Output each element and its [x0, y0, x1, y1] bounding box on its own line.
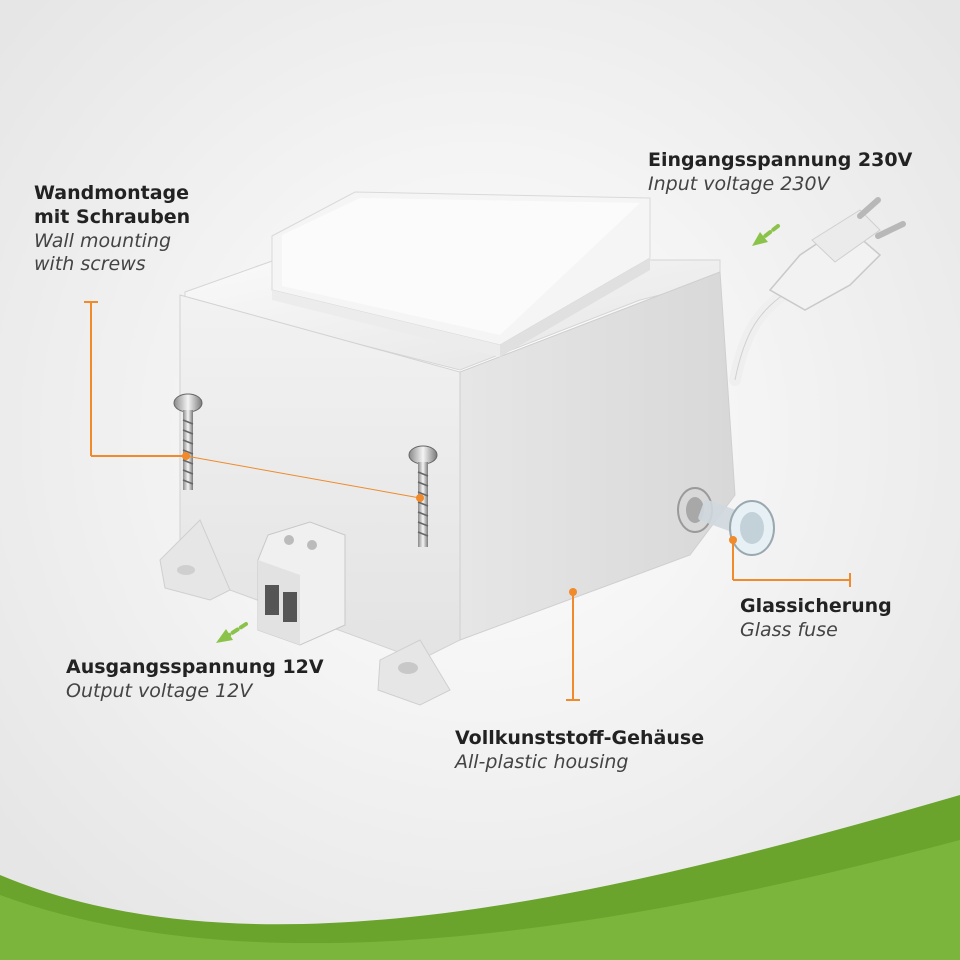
callout-dot-housing	[569, 588, 577, 596]
screw-left	[173, 393, 203, 490]
wall-mount-de-line2: mit Schrauben	[34, 205, 191, 228]
terminal-block	[257, 521, 346, 646]
label-input-voltage: Eingangsspannung 230V Input voltage 230V	[648, 149, 912, 197]
arrow-left-down-icon	[752, 224, 780, 246]
wall-mount-de-line1: Wandmontage	[34, 182, 189, 204]
label-glass-fuse: Glassicherung Glass fuse	[740, 595, 892, 643]
label-output-voltage: Ausgangsspannung 12V Output voltage 12V	[66, 656, 324, 704]
transformer-housing	[159, 191, 736, 706]
label-wall-mount: Wandmontage mit Schrauben Wall mounting …	[34, 182, 190, 277]
output-voltage-de: Ausgangsspannung 12V	[66, 656, 324, 678]
wall-mount-en-line1: Wall mounting	[34, 229, 172, 252]
screw-right	[408, 445, 438, 547]
glass-fuse-de: Glassicherung	[740, 595, 892, 617]
callout-fuse	[732, 540, 851, 587]
output-voltage-en: Output voltage 12V	[66, 679, 253, 702]
green-band-light	[0, 840, 960, 960]
housing-de: Vollkunststoff-Gehäuse	[455, 727, 705, 749]
callout-dot-fuse	[729, 536, 737, 544]
arrow-left-down-icon	[216, 622, 248, 643]
input-voltage-de: Eingangsspannung 230V	[648, 149, 913, 171]
glass-fuse-en: Glass fuse	[740, 618, 838, 641]
power-plug	[729, 197, 906, 386]
housing-en: All-plastic housing	[455, 750, 629, 773]
callout-wall-mount	[84, 301, 421, 499]
callout-housing	[566, 592, 580, 701]
callout-dot-wall	[182, 452, 190, 460]
callout-dot-wall-2	[416, 494, 424, 502]
input-voltage-en: Input voltage 230V	[648, 172, 830, 195]
wall-mount-en-line2: with screws	[34, 253, 146, 276]
label-housing: Vollkunststoff-Gehäuse All-plastic housi…	[455, 727, 704, 775]
fuse-holder	[677, 487, 775, 556]
